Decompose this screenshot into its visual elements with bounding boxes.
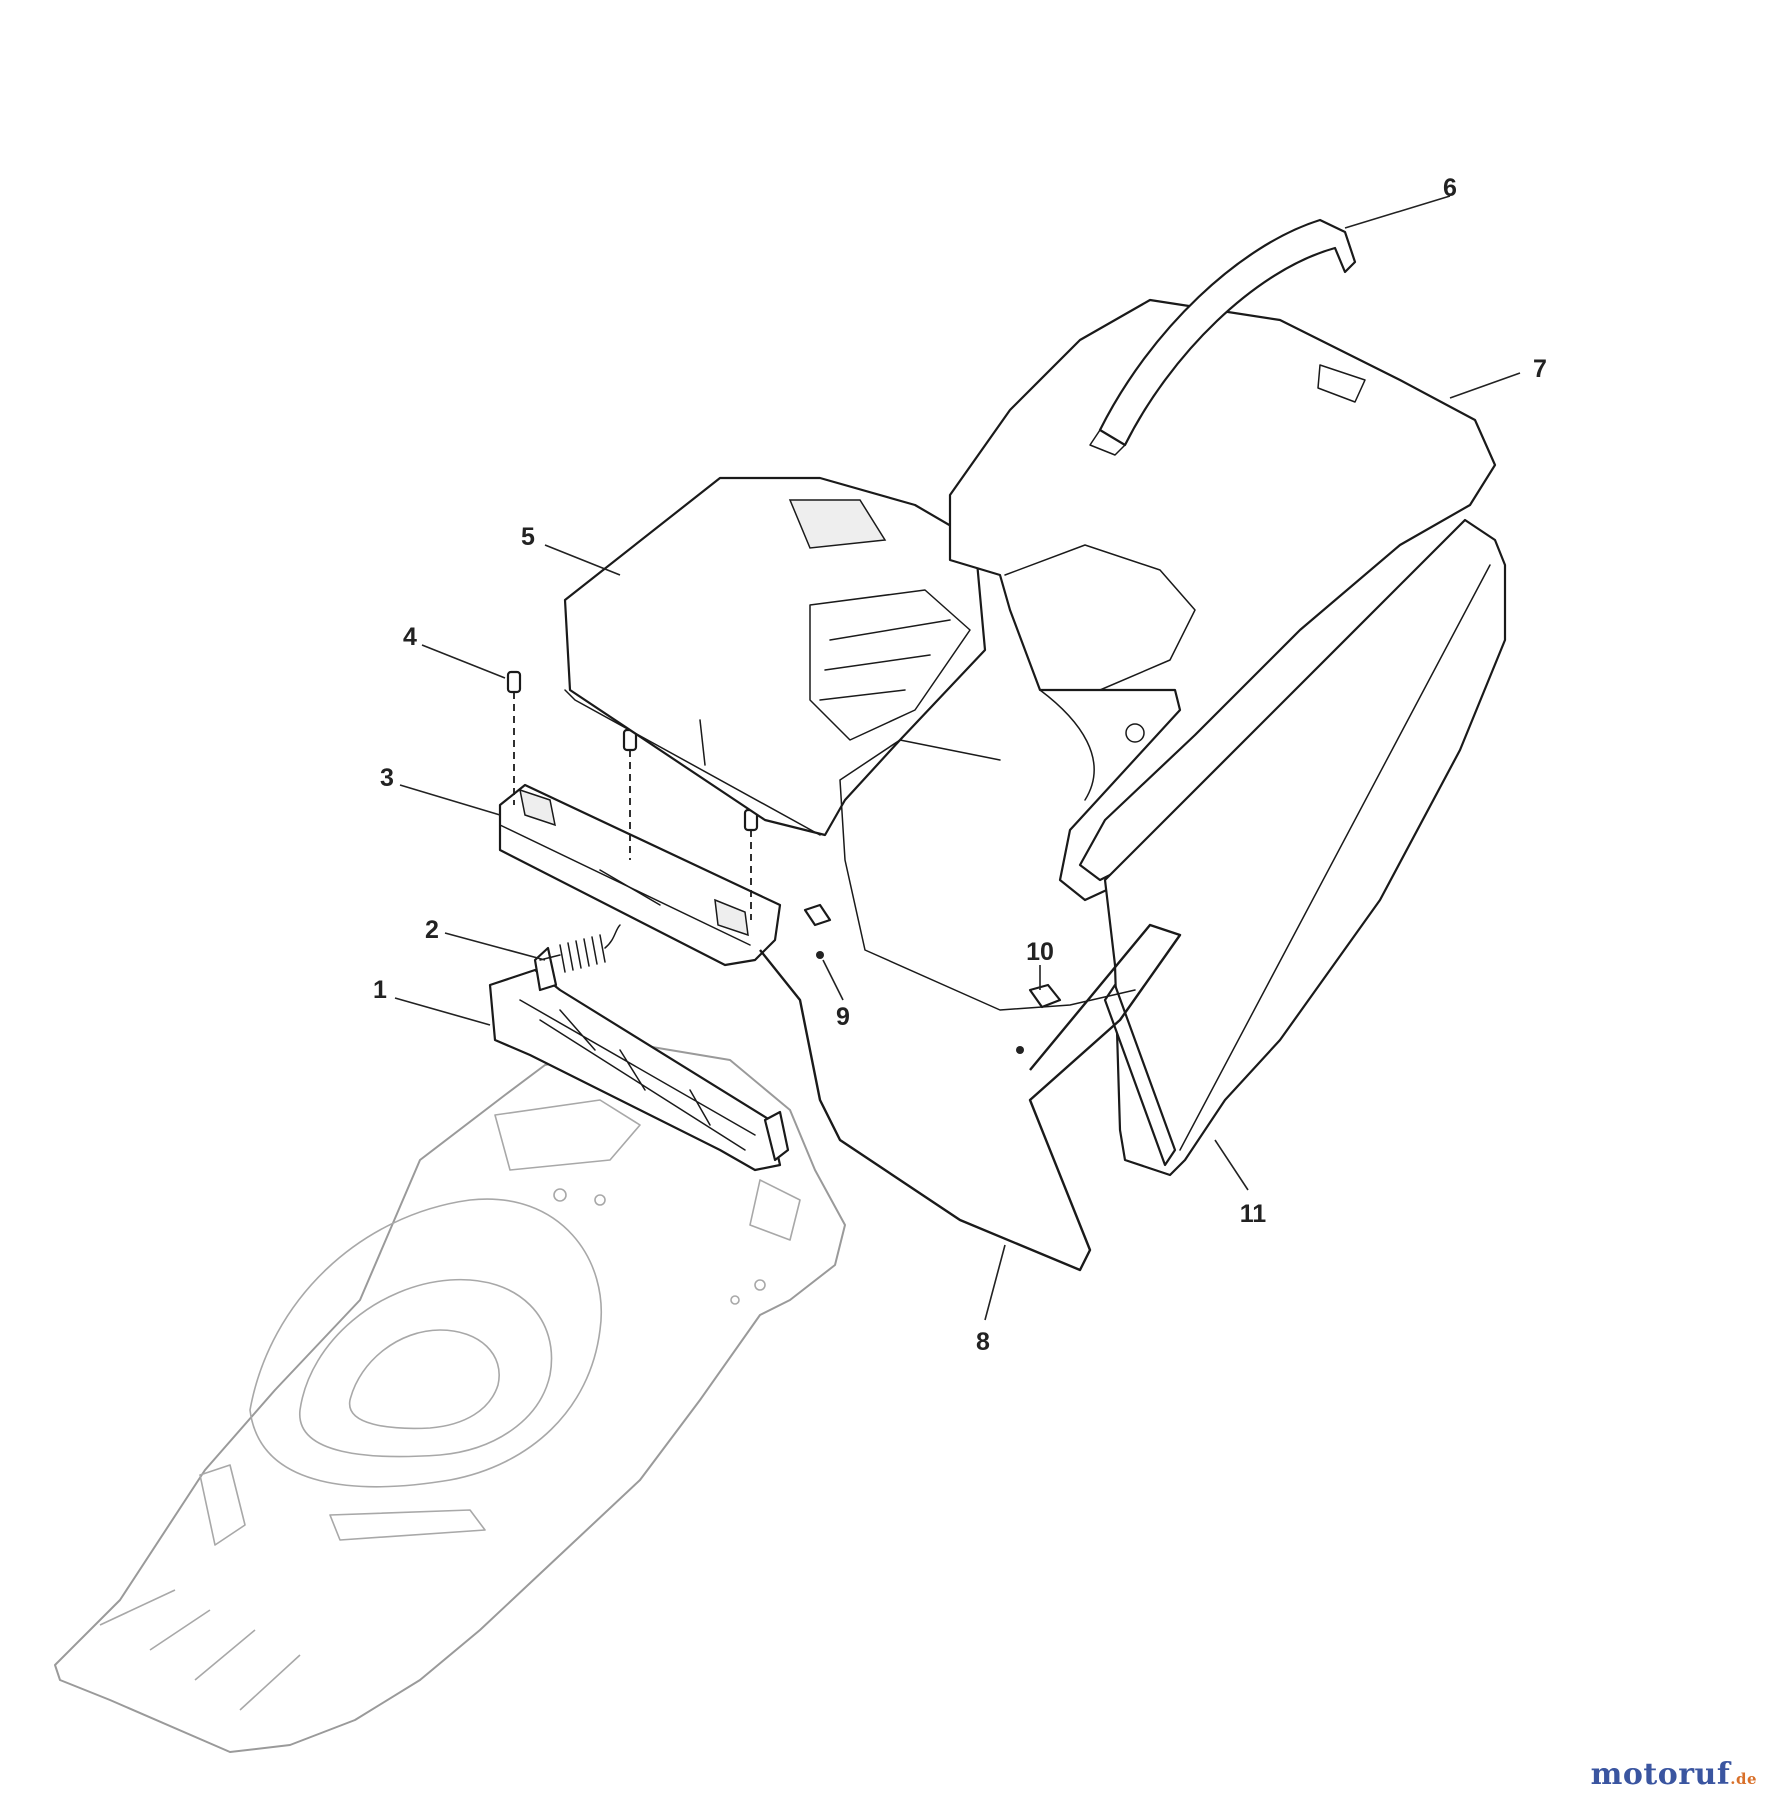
part-3-flap (498, 783, 782, 967)
leader-7 (1449, 372, 1521, 399)
callout-8: 8 (976, 1328, 990, 1356)
callout-2: 2 (425, 916, 439, 944)
part-1-flap-bracket (488, 946, 790, 1172)
callout-3: 3 (380, 764, 394, 792)
part-4-screws (506, 670, 759, 920)
part-8-wire-frame (759, 739, 1182, 1272)
watermark-main: motoruf (1590, 1757, 1731, 1792)
watermark-tld: .de (1730, 1770, 1757, 1788)
part-10-clip (1016, 983, 1062, 1054)
part-6-carry-handle (1089, 218, 1357, 456)
callout-1: 1 (373, 976, 387, 1004)
part-5-rear-cover (563, 476, 987, 837)
callout-labels: 1 2 3 4 5 6 7 8 9 10 11 (373, 174, 1547, 1356)
callout-4: 4 (403, 623, 417, 651)
leader-11 (1214, 1139, 1249, 1191)
leader-4 (421, 644, 506, 679)
leader-8 (984, 1244, 1006, 1321)
callout-9: 9 (836, 1003, 850, 1031)
leader-5 (544, 544, 621, 576)
watermark-logo: motoruf.de (1591, 1757, 1757, 1792)
leader-1 (394, 997, 491, 1026)
leader-6 (1344, 195, 1451, 229)
part-9-clip (803, 903, 832, 959)
callout-11: 11 (1240, 1200, 1267, 1228)
mower-deck (54, 1044, 846, 1753)
callout-5: 5 (521, 523, 535, 551)
part-7-grassbag-top (948, 298, 1497, 902)
leader-2 (444, 932, 546, 961)
leader-3 (399, 784, 501, 816)
leader-lines (394, 195, 1521, 1321)
callout-10: 10 (1026, 938, 1054, 966)
callout-7: 7 (1533, 355, 1547, 383)
leader-9 (822, 959, 844, 1001)
part-11-grassbag (1103, 518, 1507, 1177)
callout-6: 6 (1443, 174, 1457, 202)
